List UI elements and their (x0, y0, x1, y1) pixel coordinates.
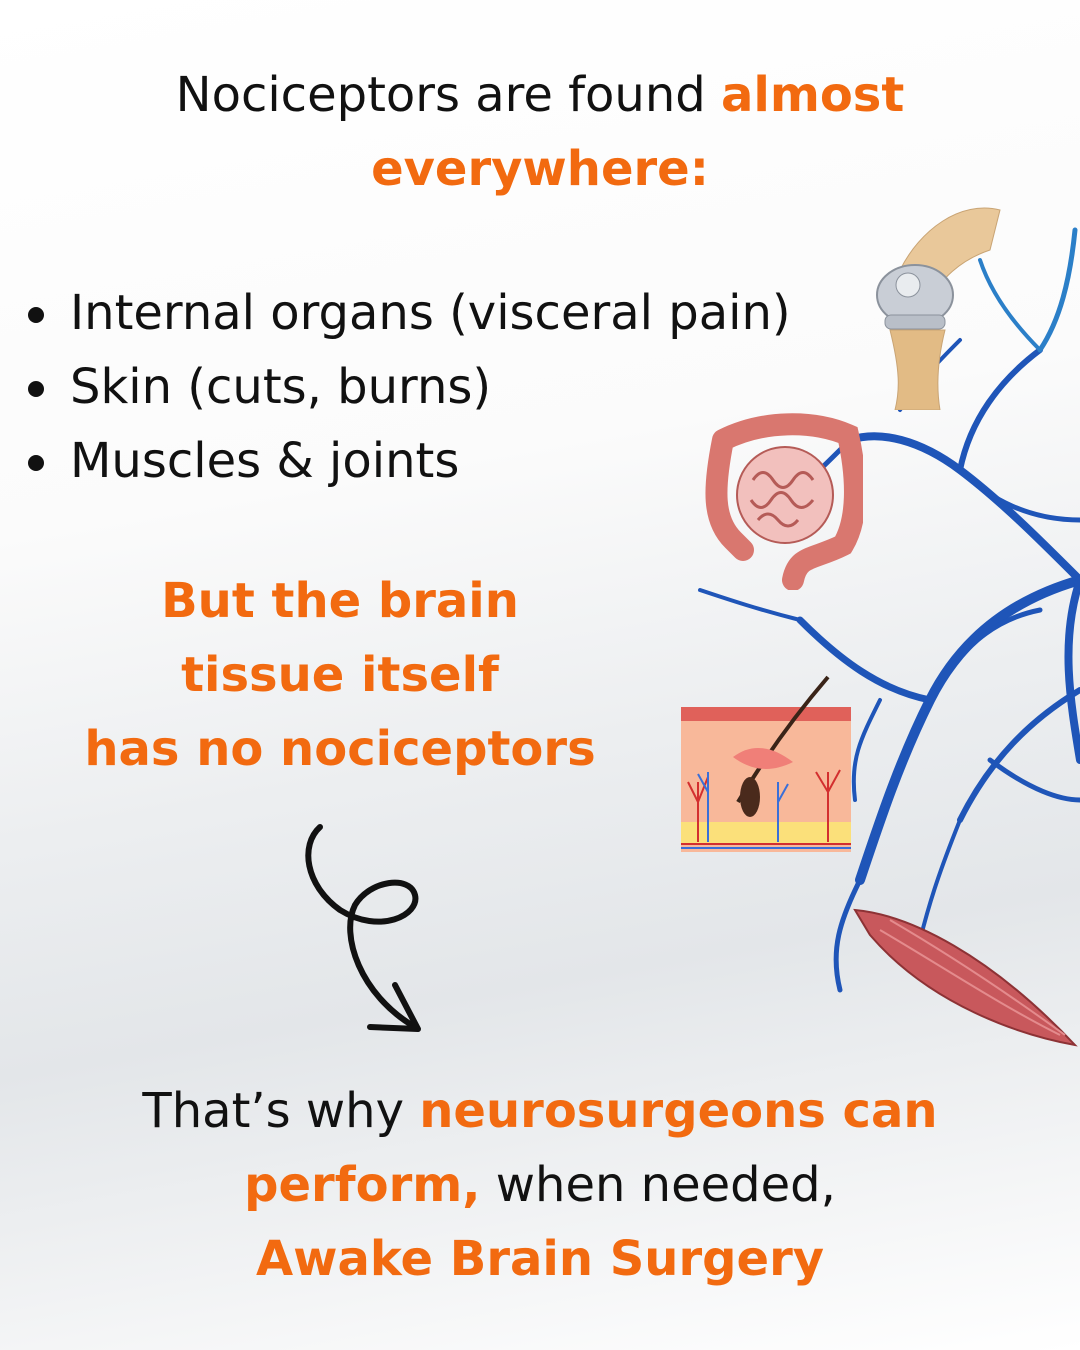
muscle-icon (853, 908, 1078, 1047)
conclusion: That’s why neurosurgeons can perform, wh… (0, 1074, 1080, 1296)
conclusion-highlight-awake-brain-surgery: Awake Brain Surgery (255, 1231, 825, 1287)
curly-arrow-icon (305, 824, 421, 1032)
list-item: Muscles & joints (22, 424, 791, 498)
conclusion-text: when needed, (480, 1157, 836, 1213)
headline: Nociceptors are found almost everywhere: (0, 58, 1080, 206)
headline-plain: Nociceptors are found (175, 67, 721, 123)
knee-joint-icon (876, 207, 1001, 410)
brain-note: But the brain tissue itself has no nocic… (60, 564, 620, 786)
conclusion-highlight: neurosurgeons can (419, 1083, 938, 1139)
headline-highlight-almost: almost (720, 67, 905, 123)
brain-note-line: But the brain (161, 573, 519, 629)
intestines-icon (705, 413, 863, 590)
list-item: Internal organs (visceral pain) (22, 276, 791, 350)
brain-note-line: tissue itself (181, 647, 499, 703)
list-item: Skin (cuts, burns) (22, 350, 791, 424)
headline-highlight-everywhere: everywhere: (371, 141, 709, 197)
conclusion-highlight: perform, (244, 1157, 481, 1213)
conclusion-text: That’s why (142, 1083, 420, 1139)
nociceptor-location-list: Internal organs (visceral pain) Skin (cu… (22, 276, 791, 498)
brain-note-line: has no nociceptors (84, 721, 596, 777)
skin-cross-section-icon (681, 675, 851, 852)
